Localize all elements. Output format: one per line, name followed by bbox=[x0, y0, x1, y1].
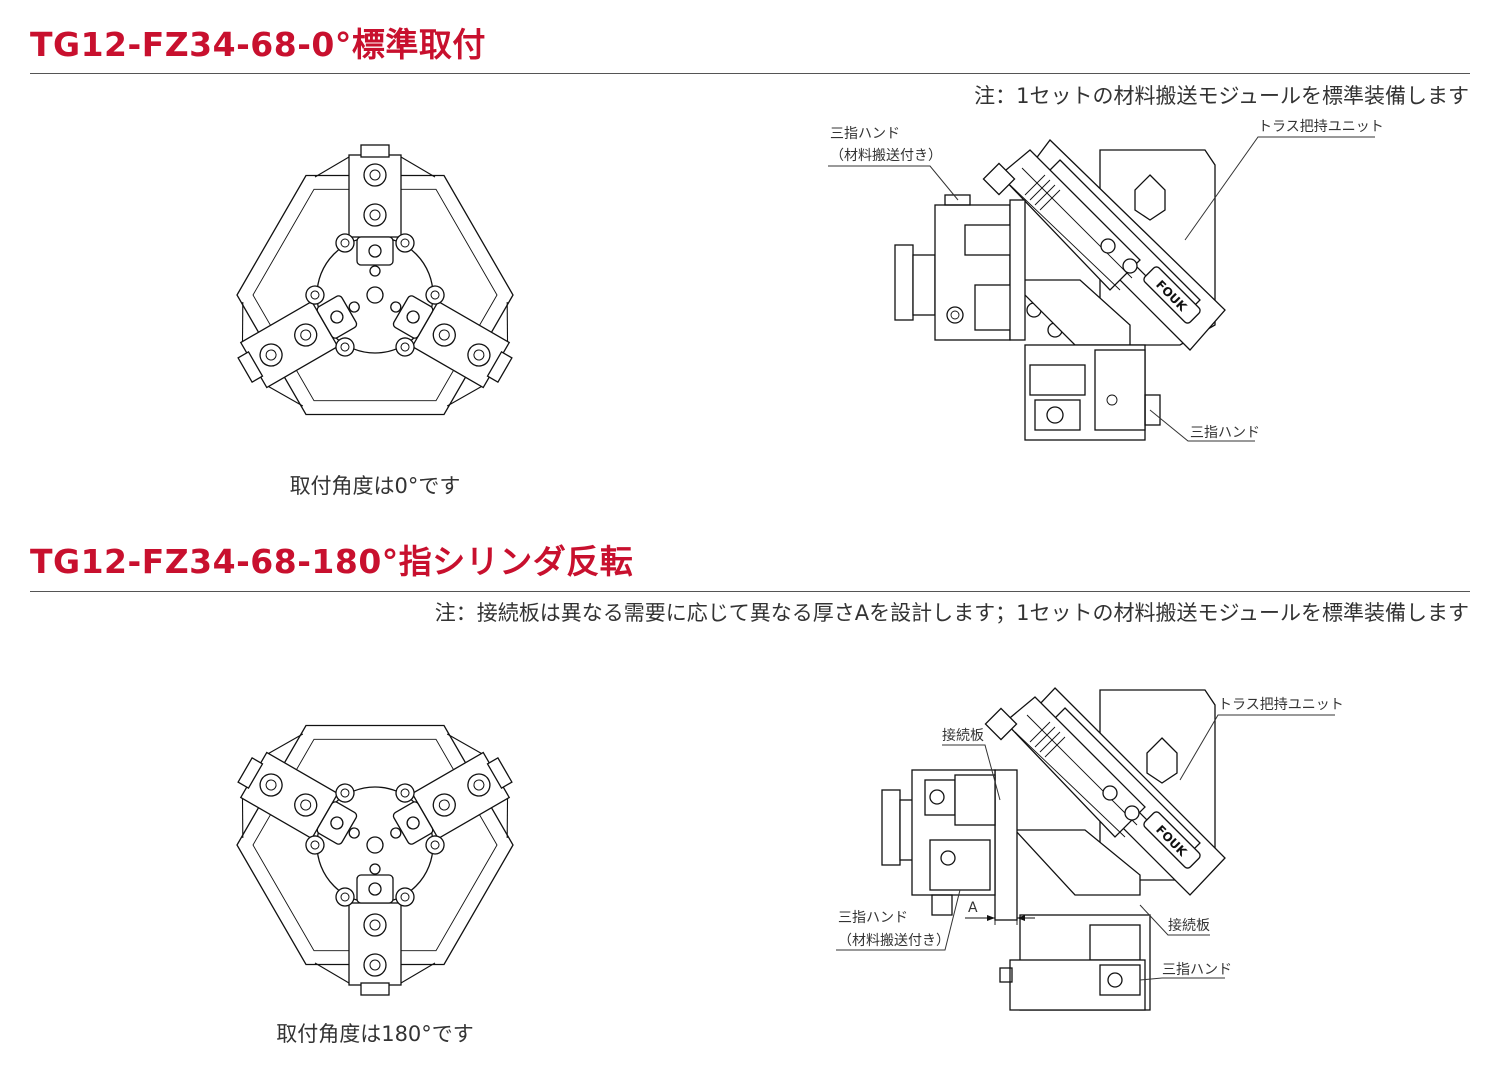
jaw bbox=[314, 144, 436, 277]
jaw bbox=[390, 285, 513, 407]
hex-bolt-icon bbox=[1134, 174, 1166, 221]
truss-unit-drawing: FOUK bbox=[984, 687, 1226, 896]
chuck-top-view-0deg bbox=[236, 144, 514, 416]
svg-text:トラス把持ユニット: トラス把持ユニット bbox=[1258, 119, 1384, 135]
svg-text:接続板: 接続板 bbox=[942, 727, 984, 744]
gripper-drawing bbox=[999, 914, 1151, 1011]
chuck-top-view-180deg bbox=[236, 724, 514, 996]
gripper-drawing bbox=[1024, 344, 1161, 441]
truss-unit-drawing: FOUK bbox=[982, 139, 1226, 351]
jaw bbox=[237, 285, 360, 407]
section-title-standard: TG12-FZ34-68-0°標準取付 bbox=[30, 25, 486, 64]
note-standard: 注：1セットの材料搬送モジュールを標準装備します bbox=[974, 84, 1469, 108]
dimension-a: A bbox=[965, 900, 1035, 925]
gripper-with-transfer-drawing bbox=[881, 769, 996, 916]
section-divider bbox=[30, 591, 1470, 592]
jaw bbox=[237, 733, 360, 855]
caption-angle-0: 取付角度は0°です bbox=[289, 474, 461, 498]
side-view-standard: FOUK 三指ハンド （材料搬送付き） bbox=[828, 119, 1384, 442]
section-divider bbox=[30, 73, 1470, 74]
hex-bolt-icon bbox=[1146, 737, 1178, 784]
svg-text:接続板: 接続板 bbox=[1168, 917, 1210, 934]
brand-logo: FOUK bbox=[1143, 811, 1201, 869]
jaw bbox=[390, 733, 513, 855]
svg-text:（材料搬送付き）: （材料搬送付き） bbox=[838, 933, 950, 949]
jaw bbox=[314, 863, 436, 996]
side-view-reversed: FOUK bbox=[836, 687, 1344, 1011]
section-title-reversed: TG12-FZ34-68-180°指シリンダ反転 bbox=[30, 542, 634, 581]
svg-text:三指ハンド: 三指ハンド bbox=[830, 126, 900, 142]
svg-text:三指ハンド: 三指ハンド bbox=[1190, 425, 1260, 441]
caption-angle-180: 取付角度は180°です bbox=[276, 1022, 474, 1046]
svg-text:トラス把持ユニット: トラス把持ユニット bbox=[1218, 697, 1344, 713]
svg-text:三指ハンド: 三指ハンド bbox=[1162, 962, 1232, 978]
svg-text:三指ハンド: 三指ハンド bbox=[838, 910, 908, 926]
svg-text:A: A bbox=[968, 900, 978, 916]
gripper-with-transfer-drawing bbox=[894, 194, 1026, 341]
note-reversed: 注：接続板は異なる需要に応じて異なる厚さAを設計します；1セットの材料搬送モジュ… bbox=[434, 601, 1469, 625]
svg-text:（材料搬送付き）: （材料搬送付き） bbox=[830, 148, 942, 164]
